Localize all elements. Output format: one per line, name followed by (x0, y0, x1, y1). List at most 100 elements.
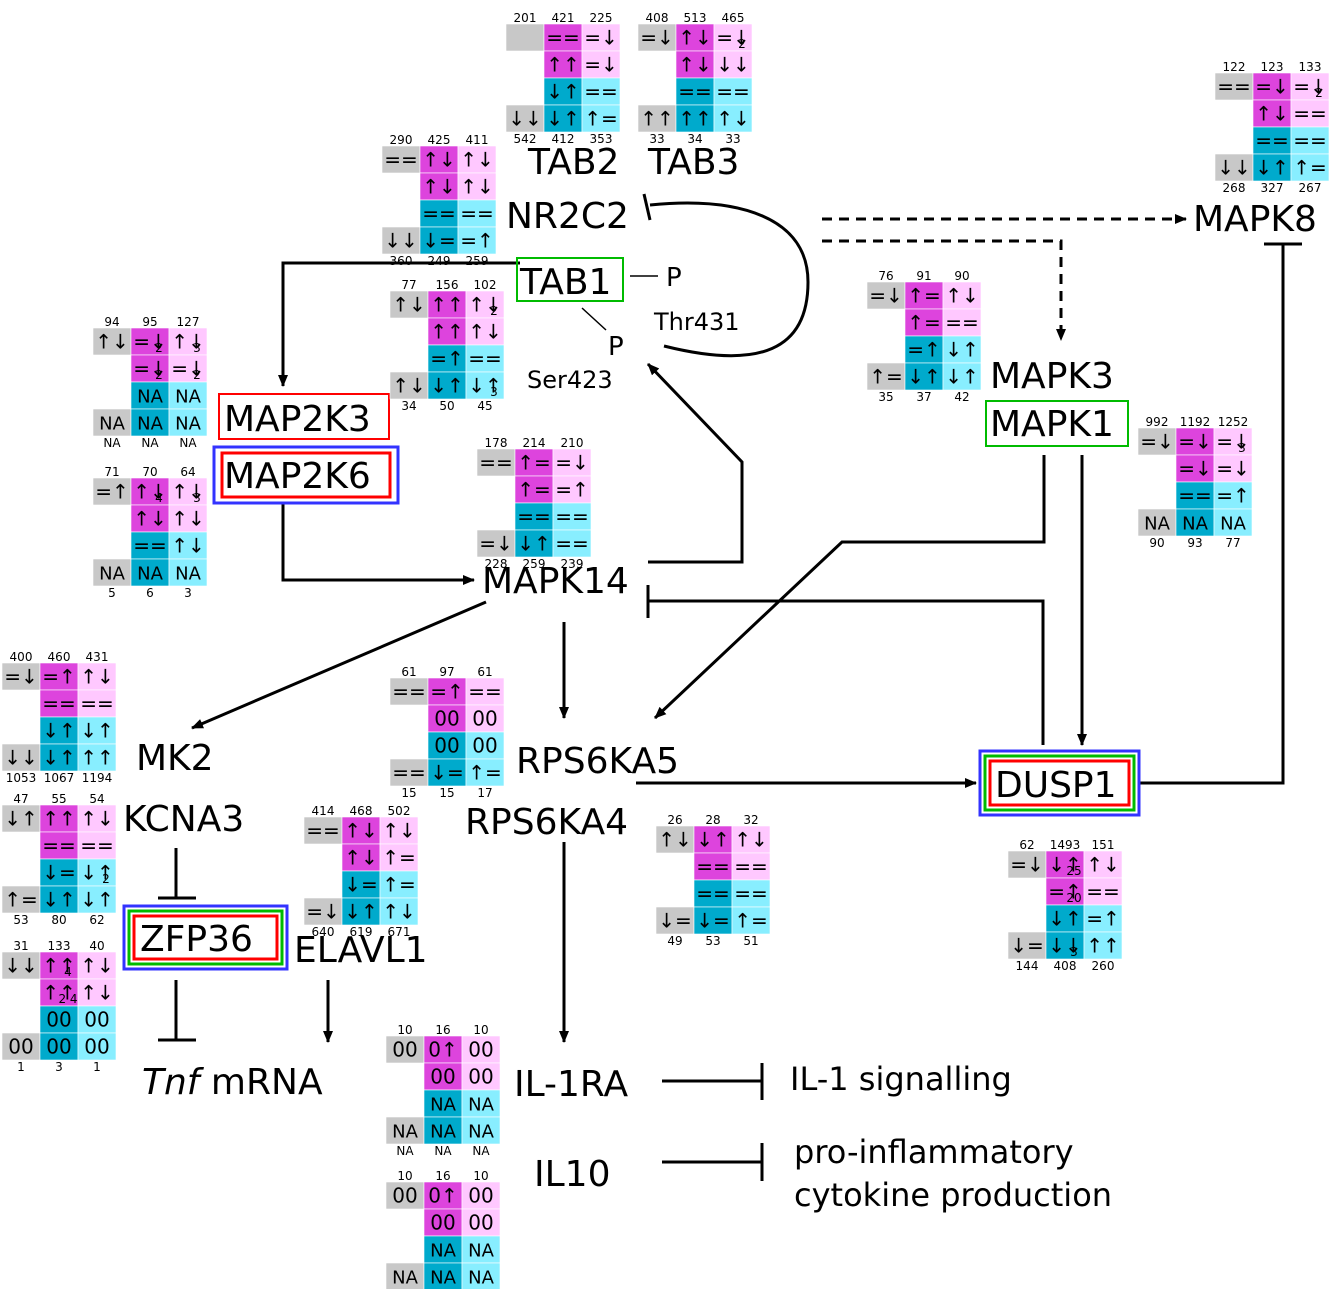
heatmap-cell-symbol: NA (175, 387, 201, 408)
heatmap-cell-symbol: ↑↑ (42, 981, 76, 1005)
heatmap-cell (303, 816, 343, 845)
node-mapk3: MAPK3 (990, 356, 1114, 397)
heatmap-count-top: 40 (89, 939, 104, 953)
heatmap-cell (1, 743, 41, 772)
heatmap-cell-symbol: ↑↑ (640, 107, 674, 131)
heatmap-cell-symbol: ↓↓ (4, 954, 38, 978)
heatmap-cell-symbol: NA (468, 1095, 494, 1116)
heatmap-cell (1137, 427, 1177, 456)
heatmap-count-bottom: 53 (13, 913, 28, 927)
heatmap-cell (942, 362, 982, 391)
heatmap-cell-symbol: NA (468, 1122, 494, 1143)
tab1-box (516, 257, 624, 302)
heatmap-cell-symbol: NA (1182, 514, 1208, 535)
heatmap-cell (92, 477, 132, 506)
heatmap-count-bottom: 62 (89, 913, 104, 927)
heatmap-cell-symbol: ↑↓ (80, 954, 114, 978)
heatmap-count-bottom: 1194 (82, 771, 113, 785)
heatmap-cell (77, 1032, 117, 1061)
heatmap-cell (427, 677, 467, 706)
heatmap-count-top: 62 (1019, 838, 1034, 852)
heatmap-cell-symbol: == (734, 882, 768, 906)
heatmap-cell-symbol: == (80, 692, 114, 716)
heatmap-cell (341, 816, 381, 845)
node-tab3: TAB3 (647, 142, 739, 183)
heatmap-count-top: 97 (439, 665, 454, 679)
heatmap-count-bottom: 53 (705, 934, 720, 948)
heatmap-cell (461, 1062, 501, 1091)
heatmap-cell-symbol: =↓ (1216, 457, 1250, 481)
heatmap-count-top: 16 (435, 1169, 450, 1183)
heatmap-cell-symbol: ↓↑ (430, 374, 464, 398)
heatmap-cell (39, 951, 79, 980)
heatmap-cell-symbol: ↑= (517, 478, 551, 502)
dusp1-box-green (983, 754, 1136, 812)
heatmap-count-top: 214 (523, 436, 546, 450)
heatmap-cell-symbol: =↓ (584, 26, 618, 50)
heatmap-cell-symbol: ↓= (658, 909, 692, 933)
heatmap-cell-symbol: ↓↓ (384, 229, 418, 253)
heatmap-cell-symbol: ↓= (344, 873, 378, 897)
heatmap-cell-symbol: ↑= (869, 365, 903, 389)
heatmap-cell-symbol: ↓↓ (1048, 934, 1082, 958)
heatmap-cell-symbol: NA (175, 414, 201, 435)
heatmap-count-top: 1252 (1218, 415, 1249, 429)
heatmap-cell-symbol: 0↑ (428, 1184, 457, 1208)
heatmap-cell (168, 504, 208, 533)
heatmap-cell-subcount: 4 (155, 491, 163, 505)
heatmap-cell (461, 1208, 501, 1237)
heatmap-cell-subcount: 3 (193, 341, 201, 355)
heatmap-count-bottom: 45 (477, 399, 492, 413)
heatmap-cell (1045, 904, 1085, 933)
tab1-p-ser: P (608, 332, 624, 362)
heatmap-count-bottom: 15 (401, 786, 416, 800)
heatmap-count-bottom: 17 (477, 786, 492, 800)
heatmap-cell (675, 104, 715, 133)
heatmap-cell-symbol: ↑↓ (382, 900, 416, 924)
heatmap-cell-symbol: ↓↑ (42, 888, 76, 912)
heatmap-cell-symbol: =↓ (640, 26, 674, 50)
heatmap-cell-symbol: ↑= (468, 761, 502, 785)
heatmap-cell (39, 743, 79, 772)
heatmap-cell (379, 843, 419, 872)
heatmap-count-top: 55 (51, 792, 66, 806)
heatmap-count-top: 90 (954, 269, 969, 283)
heatmap-cell (168, 477, 208, 506)
heatmap-count-bottom: 77 (1225, 536, 1240, 550)
heatmap-count-bottom: 268 (1223, 181, 1246, 195)
heatmap-cell-symbol: =↑ (1048, 880, 1082, 904)
heatmap-cell-symbol: 00 (472, 734, 497, 758)
heatmap-cell (942, 281, 982, 310)
heatmap-count-bottom: 1 (93, 1060, 101, 1074)
heatmap-count-bottom: 412 (552, 132, 575, 146)
heatmap-cell-symbol: ↑↑ (430, 293, 464, 317)
heatmap-cell (1007, 931, 1047, 960)
heatmap-cell (1, 885, 41, 914)
heatmap-cell (427, 317, 467, 346)
heatmap-cell (581, 104, 621, 133)
heatmap-cell-symbol: 00 (46, 1035, 71, 1059)
heatmap-cell-symbol: NA (392, 1268, 418, 1289)
heatmap-cell (1083, 877, 1123, 906)
heatmap-count-top: 133 (48, 939, 71, 953)
heatmap-cell (514, 448, 554, 477)
heatmap-cell-symbol: == (555, 532, 589, 556)
heatmap-count-bottom: 249 (428, 254, 451, 268)
heatmap-cell-symbol: =↑ (555, 478, 589, 502)
map2k6-box-blue (212, 445, 400, 505)
heatmap-count-bottom: 49 (667, 934, 682, 948)
heatmap-cell (1007, 850, 1047, 879)
heatmap-count-bottom: 34 (687, 132, 702, 146)
heatmap-count-bottom: 3 (55, 1060, 63, 1074)
edge-nr2c2-map2k3 (278, 261, 520, 387)
heatmap-cell (1214, 153, 1254, 182)
heatmap-cell (581, 50, 621, 79)
heatmap-cell-symbol: ↑= (1293, 156, 1327, 180)
heatmap-cell (168, 558, 208, 587)
heatmap-cell (465, 317, 505, 346)
heatmap-cell-symbol: == (1293, 102, 1327, 126)
heatmap-cell-subcount: 3 (1238, 441, 1246, 455)
heatmap-cell-symbol: =↓ (716, 26, 750, 50)
